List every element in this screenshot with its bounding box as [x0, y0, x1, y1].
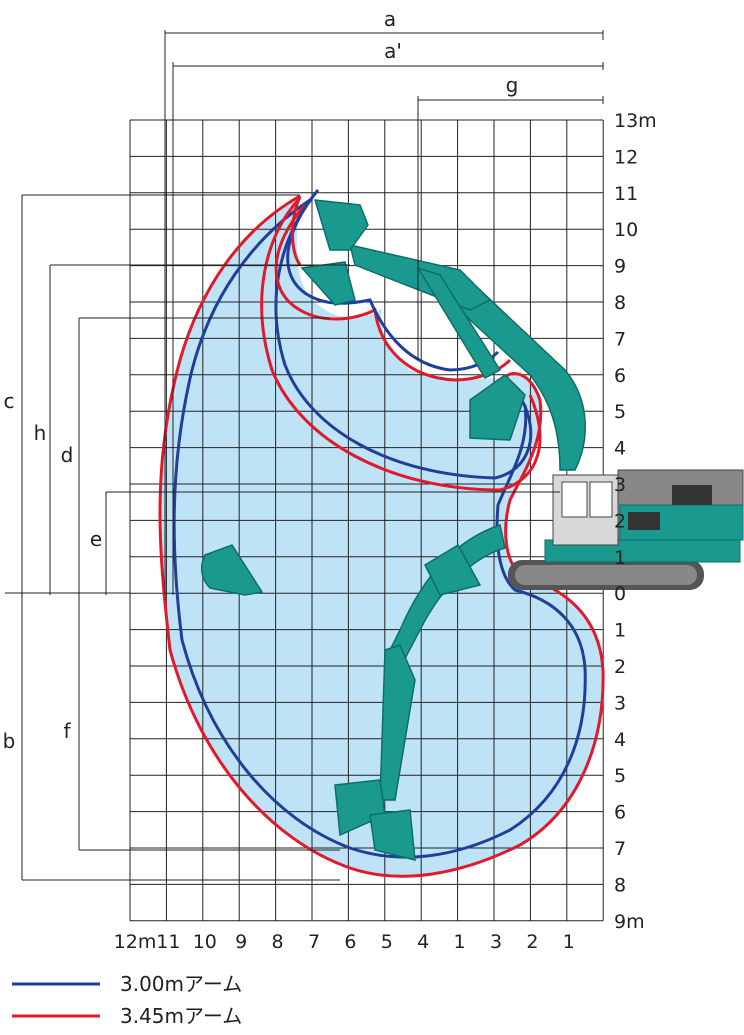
y-axis-label: 6: [614, 802, 626, 824]
y-axis-label: 4: [614, 729, 626, 751]
legend-label-3-45m: 3.45mアーム: [120, 1004, 242, 1028]
x-axis-label: 2: [526, 931, 538, 953]
x-axis-label: 3: [490, 931, 502, 953]
y-axis-label: 5: [614, 765, 626, 787]
y-axis-label: 6: [614, 365, 626, 387]
x-axis-label: 1: [563, 931, 575, 953]
y-axis-label: 12: [614, 146, 638, 168]
dim-label-a: a: [384, 7, 396, 31]
excavator-body: [508, 469, 744, 590]
y-axis-label: 9m: [614, 911, 645, 933]
inner-curve-red-3: [291, 195, 302, 266]
legend: 3.00mアーム 3.45mアーム: [12, 972, 242, 1028]
y-axis-label: 1: [614, 620, 626, 642]
y-axis-label: 1: [614, 547, 626, 569]
y-axis-label: 3: [614, 692, 626, 714]
y-axis-label: 2: [614, 510, 626, 532]
envelope-3-45m-arm: [158, 194, 605, 878]
dimension-lines: [5, 30, 604, 881]
y-axis-label: 8: [614, 292, 626, 314]
y-axis-label: 5: [614, 401, 626, 423]
x-axis-label: 9: [235, 931, 247, 953]
x-axis-label: 6: [344, 931, 356, 953]
envelope-3-00m-arm: [172, 198, 587, 859]
x-axis-label: 5: [381, 931, 393, 953]
y-axis-label: 0: [614, 583, 626, 605]
inner-curve-blue-1: [274, 197, 533, 480]
y-axis-label: 11: [614, 183, 638, 205]
excavator-arm-lower: [334, 524, 506, 861]
dim-label-d: d: [61, 443, 74, 467]
dim-label-g: g: [506, 73, 519, 97]
y-axis-label: 7: [614, 838, 626, 860]
x-axis-label: 11: [156, 931, 180, 953]
y-axis-label: 8: [614, 874, 626, 896]
dim-label-h: h: [34, 421, 47, 445]
dim-label-a-prime: a': [384, 39, 402, 63]
x-axis-label: 1: [454, 931, 466, 953]
dim-label-c: c: [4, 389, 15, 413]
inner-curve-blue-2: [286, 189, 500, 372]
x-axis-label: 7: [308, 931, 320, 953]
y-axis-label: 2: [614, 656, 626, 678]
y-axis-label: 4: [614, 438, 626, 460]
y-axis-label: 7: [614, 328, 626, 350]
x-axis-label: 4: [417, 931, 429, 953]
x-axis-label: 10: [193, 931, 217, 953]
x-axis-label: 8: [272, 931, 284, 953]
x-axis-label: 12m: [114, 931, 157, 953]
inner-curve-red-1: [260, 196, 542, 492]
dim-label-e: e: [90, 527, 102, 551]
dim-label-b: b: [3, 729, 16, 753]
y-axis-label: 9: [614, 256, 626, 278]
dim-label-f: f: [63, 719, 71, 743]
bucket-left: [200, 544, 264, 596]
excavator-arm-upper: [300, 199, 586, 471]
y-axis-label: 3: [614, 474, 626, 496]
y-axis-label: 10: [614, 219, 638, 241]
y-axis-label: 13m: [614, 110, 657, 132]
legend-label-3-00m: 3.00mアーム: [120, 972, 242, 996]
